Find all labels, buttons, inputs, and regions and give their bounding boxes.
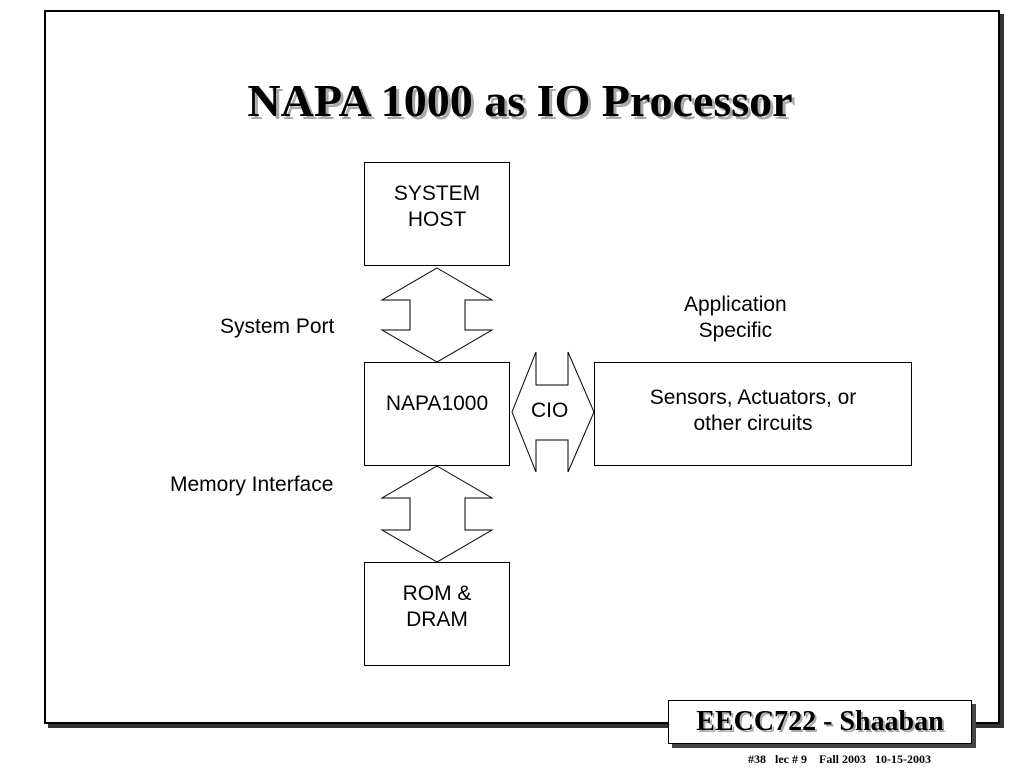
rom-dram-box: ROM & DRAM xyxy=(364,562,510,666)
application-specific-label: Application Specific xyxy=(684,293,787,343)
course-footer-title: EECC722 - Shaaban xyxy=(668,700,972,744)
memory-interface-arrow xyxy=(380,465,494,563)
system-port-arrow xyxy=(380,267,494,363)
slide-title: NAPA 1000 as IO Processor xyxy=(247,75,793,126)
slide-meta-info: #38 lec # 9 Fall 2003 10-15-2003 xyxy=(748,752,931,766)
memory-interface-label: Memory Interface xyxy=(170,473,334,496)
cio-label: CIO xyxy=(531,399,569,422)
sensors-box: Sensors, Actuators, or other circuits xyxy=(594,362,912,466)
system-host-box: SYSTEM HOST xyxy=(364,162,510,266)
system-port-label: System Port xyxy=(220,315,335,338)
napa1000-box: NAPA1000 xyxy=(364,362,510,466)
